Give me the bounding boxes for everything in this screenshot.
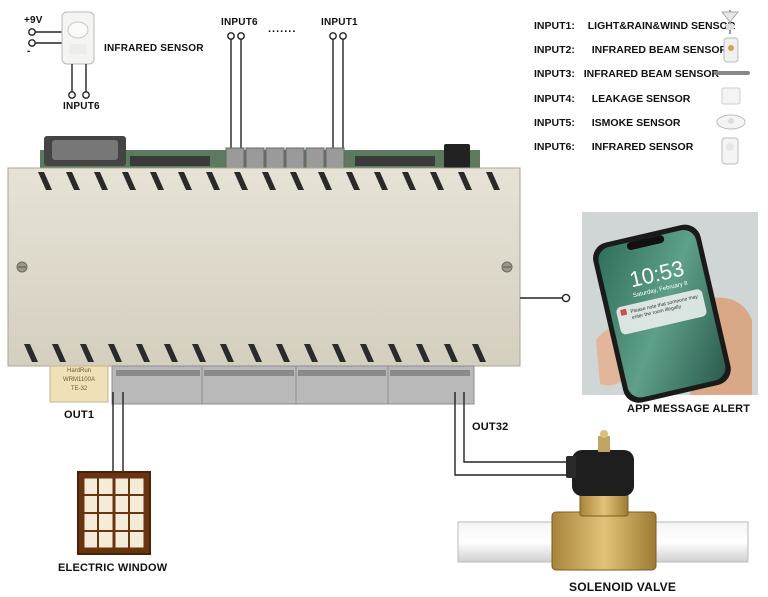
board-label-plate: HardRun WRM1100A TE-32 — [52, 367, 106, 394]
out1-label: OUT1 — [64, 409, 95, 421]
legend-row: INPUT2: INFRARED BEAM SENSOR — [534, 44, 727, 56]
legend-value: LIGHT&RAIN&WIND SENSOR — [587, 20, 736, 32]
solenoid-valve-illustration — [457, 430, 749, 571]
legend-row: INPUT6: INFRARED SENSOR — [534, 141, 693, 153]
board-model: WRM1100A — [63, 377, 95, 383]
electric-window-label: ELECTRIC WINDOW — [58, 562, 168, 574]
legend-key: INPUT2: — [534, 44, 575, 56]
window-illustration — [77, 471, 151, 555]
phone-photo — [582, 212, 758, 403]
legend-key: INPUT5: — [534, 117, 575, 129]
input-ellipsis: ....... — [268, 23, 297, 35]
infrared-sensor-label: INFRARED SENSOR — [104, 43, 204, 54]
legend-value: ISMOKE SENSOR — [591, 117, 681, 129]
legend-row: INPUT4: LEAKAGE SENSOR — [534, 93, 690, 105]
output-terminals — [49, 365, 475, 405]
power-plus-label: +9V — [24, 15, 43, 26]
legend-value: INFRARED BEAM SENSOR — [591, 44, 728, 56]
board-brand: HardRun — [66, 368, 91, 374]
legend-key: INPUT3: — [534, 68, 575, 80]
solenoid-valve-label: SOLENOID VALVE — [569, 580, 677, 594]
legend-value: INFRARED BEAM SENSOR — [583, 68, 720, 80]
power-wires — [28, 28, 68, 47]
board-variant: TE-32 — [70, 386, 88, 392]
out32-label: OUT32 — [472, 421, 509, 433]
input6-label: INPUT6 — [221, 17, 258, 28]
pir-sensor-top — [61, 11, 95, 65]
legend-row: INPUT3: INFRARED BEAM SENSOR — [534, 68, 719, 80]
board-top-edge — [40, 136, 480, 170]
legend-row: INPUT1: LIGHT&RAIN&WIND SENSOR — [534, 20, 735, 32]
legend-key: INPUT4: — [534, 93, 575, 105]
infrared-input-label: INPUT6 — [63, 101, 100, 112]
legend-key: INPUT1: — [534, 20, 575, 32]
legend-key: INPUT6: — [534, 141, 575, 153]
power-minus-label: - — [27, 46, 31, 57]
legend-value: INFRARED SENSOR — [591, 141, 694, 153]
legend-row: INPUT5: ISMOKE SENSOR — [534, 117, 680, 129]
input1-label: INPUT1 — [321, 17, 358, 28]
controller-enclosure — [7, 167, 521, 367]
input-wires — [227, 32, 347, 152]
app-alert-label: APP MESSAGE ALERT — [627, 403, 751, 415]
legend-value: LEAKAGE SENSOR — [591, 93, 691, 105]
